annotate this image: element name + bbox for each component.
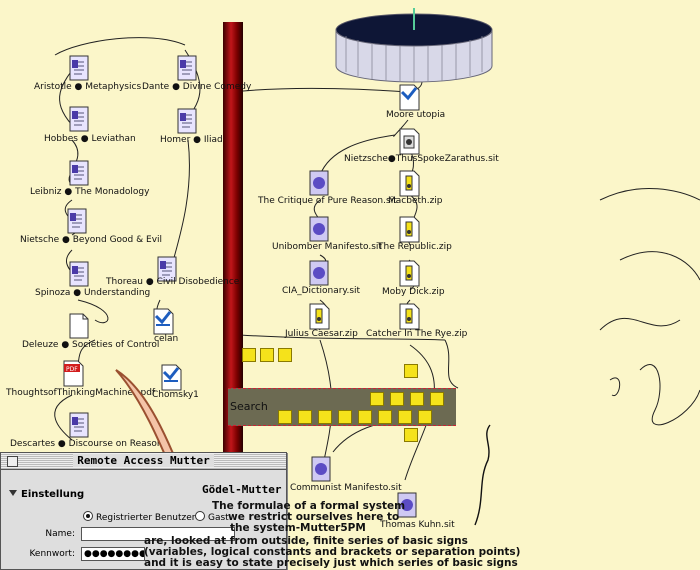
document-icon[interactable]: [68, 412, 92, 440]
cylinder-object: [335, 8, 493, 83]
section-label: Einstellung: [21, 489, 85, 500]
catcher-label[interactable]: Catcher In The Rye.zip: [366, 329, 468, 339]
celan-label[interactable]: celan: [154, 334, 179, 344]
document-icon[interactable]: [68, 55, 92, 83]
poem-line: we restrict ourselves here to: [228, 511, 400, 523]
name-label: Name:: [45, 529, 75, 539]
folder-icon[interactable]: [242, 348, 256, 362]
folder-icon[interactable]: [404, 364, 418, 378]
deleuze-label[interactable]: Deleuze ● Societies of Control: [22, 340, 160, 350]
document-icon[interactable]: [68, 261, 92, 289]
radio-guest-label: Gast: [208, 513, 229, 523]
doc-blue-icon[interactable]: [398, 84, 422, 112]
thoreau-label[interactable]: Thoreau ● Civil Disobedience: [106, 277, 240, 287]
document-icon[interactable]: [68, 313, 92, 341]
folder-icon[interactable]: [418, 410, 432, 424]
folder-icon[interactable]: [278, 348, 292, 362]
folder-icon[interactable]: [410, 392, 424, 406]
document-icon[interactable]: [66, 208, 90, 236]
folder-icon[interactable]: [358, 410, 372, 424]
doc-blue-icon[interactable]: [160, 364, 184, 392]
pdf-icon[interactable]: PDF: [62, 360, 86, 388]
folder-icon[interactable]: [390, 392, 404, 406]
name-field[interactable]: [81, 527, 235, 541]
poem-line: are, looked at from outside, finite seri…: [144, 535, 468, 547]
settings-section[interactable]: Einstellung: [9, 489, 84, 500]
doc-blue-icon[interactable]: [152, 308, 176, 336]
poem-line: The formulae of a formal system: [212, 500, 406, 512]
moby-label[interactable]: Moby Dick.zip: [382, 287, 445, 297]
leibniz-label[interactable]: Leibniz ● The Monadology: [30, 187, 150, 197]
archive-icon[interactable]: [310, 456, 334, 484]
document-icon[interactable]: [68, 106, 92, 134]
signature-scribble: [474, 424, 491, 526]
critique-label[interactable]: The Critique of Pure Reason.sit: [258, 196, 397, 206]
folder-icon[interactable]: [430, 392, 444, 406]
dialog-titlebar[interactable]: Remote Access Mutter: [1, 453, 286, 470]
poem-line: the system-Mutter5PM: [230, 522, 366, 534]
folder-icon[interactable]: [260, 348, 274, 362]
folder-icon[interactable]: [298, 410, 312, 424]
aristotle-label[interactable]: Aristotle ● Metaphysics: [34, 82, 142, 92]
archive-icon[interactable]: [308, 170, 332, 198]
radio-guest[interactable]: Gast: [195, 511, 229, 523]
archive-icon[interactable]: [308, 260, 332, 288]
folder-icon[interactable]: [338, 410, 352, 424]
poem-line: (variables, logical constants and bracke…: [144, 546, 521, 558]
radio-dot-icon: [195, 511, 205, 521]
homer-label[interactable]: Homer ● Iliad: [160, 135, 223, 145]
folder-icon[interactable]: [398, 410, 412, 424]
zip-icon[interactable]: [308, 303, 332, 331]
thoughts-label[interactable]: ThoughtsofThinkingMachines.pdf: [6, 388, 156, 398]
folder-icon[interactable]: [404, 428, 418, 442]
folder-icon[interactable]: [378, 410, 392, 424]
nietsche-label[interactable]: Nietsche ● Beyond Good & Evil: [20, 235, 163, 245]
radio-dot-icon: [83, 511, 93, 521]
nietzsche-zip-label[interactable]: Nietzsche●ThusSpokeZarathus.sit: [344, 154, 499, 164]
password-field[interactable]: ●●●●●●●●●●●●●: [81, 547, 145, 561]
cia-label[interactable]: CIA_Dictionary.sit: [282, 286, 361, 296]
password-label: Kennwort:: [29, 549, 75, 559]
folder-icon[interactable]: [370, 392, 384, 406]
archive-icon[interactable]: [396, 492, 420, 520]
dante-label[interactable]: Dante ● Divine Comedy: [142, 82, 252, 92]
zip-icon[interactable]: [398, 216, 422, 244]
republic-label[interactable]: The Republic.zip: [378, 242, 452, 252]
document-icon[interactable]: [176, 108, 200, 136]
kuhn-label[interactable]: Thomas Kuhn.sit: [380, 520, 455, 530]
close-box-icon[interactable]: [7, 456, 18, 467]
disclosure-triangle-icon[interactable]: [9, 490, 17, 496]
spinoza-label[interactable]: Spinoza ● Understanding: [35, 288, 151, 298]
radio-registered-label: Registrierter Benutzer: [96, 513, 196, 523]
hobbes-label[interactable]: Hobbes ● Leviathan: [44, 134, 136, 144]
svg-text:PDF: PDF: [66, 366, 78, 373]
poem-line: and it is easy to state precisely just w…: [144, 557, 518, 569]
search-label[interactable]: Search: [230, 400, 268, 413]
radio-registered[interactable]: Registrierter Benutzer: [83, 511, 196, 523]
folder-icon[interactable]: [318, 410, 332, 424]
zip-icon[interactable]: [398, 170, 422, 198]
archive-icon[interactable]: [398, 128, 422, 156]
red-film-strip: [223, 22, 243, 452]
unibomber-label[interactable]: Unibomber Manifesto.sit: [272, 242, 382, 252]
folder-icon[interactable]: [278, 410, 292, 424]
document-icon[interactable]: [176, 55, 200, 83]
zip-icon[interactable]: [398, 303, 422, 331]
zip-icon[interactable]: [398, 260, 422, 288]
moore-label[interactable]: Moore utopia: [386, 110, 446, 120]
document-icon[interactable]: [68, 160, 92, 188]
dialog-title: Remote Access Mutter: [73, 454, 214, 467]
document-icon[interactable]: [156, 256, 180, 284]
caesar-label[interactable]: Julius Caesar.zip: [285, 329, 358, 339]
macbeth-label[interactable]: Macbeth.zip: [388, 196, 443, 206]
descartes-label[interactable]: Descartes ● Discourse on Reason: [10, 439, 163, 449]
archive-icon[interactable]: [308, 216, 332, 244]
godel-label: Gödel-Mutter: [202, 483, 282, 496]
remote-access-dialog[interactable]: Remote Access Mutter Einstellung Registr…: [0, 452, 287, 570]
communist-label[interactable]: Communist Manifesto.sit: [290, 483, 402, 493]
chomsky-label[interactable]: Chomsky1: [152, 390, 199, 400]
